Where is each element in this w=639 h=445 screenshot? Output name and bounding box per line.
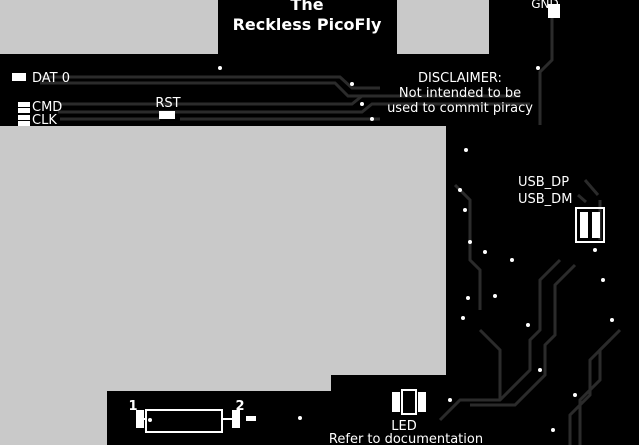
led-outline: [401, 389, 417, 415]
clk-pad-a: [18, 115, 30, 120]
cmd-pad-b: [18, 108, 30, 113]
jumper-outline: [145, 409, 223, 433]
usb-dp-pad: [580, 212, 588, 238]
led-pad-b: [418, 392, 426, 412]
traces: [40, 15, 622, 445]
pin1-label: 1: [128, 399, 137, 414]
silkscreen-text: The Reckless PicoFly GND DAT 0 CMD CLK R…: [32, 0, 572, 445]
clk-label: CLK: [32, 113, 57, 128]
board-title-line2: Reckless PicoFly: [233, 15, 382, 34]
dat0-label: DAT 0: [32, 71, 70, 86]
board-title-line1: The: [290, 0, 323, 14]
board-top-left-strip: [0, 54, 218, 126]
board-top-cutout-mid: [397, 0, 489, 54]
vias: [148, 66, 614, 432]
dat0-pad: [12, 73, 26, 81]
usb-outline: [575, 207, 605, 243]
disclaimer-heading: DISCLAIMER:: [418, 71, 502, 86]
cmd-pad-a: [18, 102, 30, 107]
rst-pad: [159, 111, 175, 119]
gnd-pad: [548, 4, 560, 18]
led-pad-a: [392, 392, 400, 412]
usb-dm-label: USB_DM: [518, 192, 572, 207]
gnd-label: GND: [531, 0, 559, 11]
pin2-pad-ext: [246, 416, 256, 421]
usb-dm-pad: [592, 212, 600, 238]
disclaimer-line2: used to commit piracy: [387, 101, 533, 116]
clk-pad-b: [18, 121, 30, 126]
usb-dp-label: USB_DP: [518, 175, 569, 190]
pads: [12, 4, 600, 428]
pin2-label: 2: [235, 399, 244, 414]
cmd-label: CMD: [32, 100, 62, 115]
component-outlines: [136, 207, 605, 433]
rst-label: RST: [155, 96, 180, 111]
disclaimer-line1: Not intended to be: [399, 86, 521, 101]
pin2-pad: [232, 410, 240, 428]
footer-note: Refer to documentation: [329, 432, 483, 445]
led-label: LED: [391, 419, 416, 434]
board-top-cutout-left: [0, 0, 218, 54]
